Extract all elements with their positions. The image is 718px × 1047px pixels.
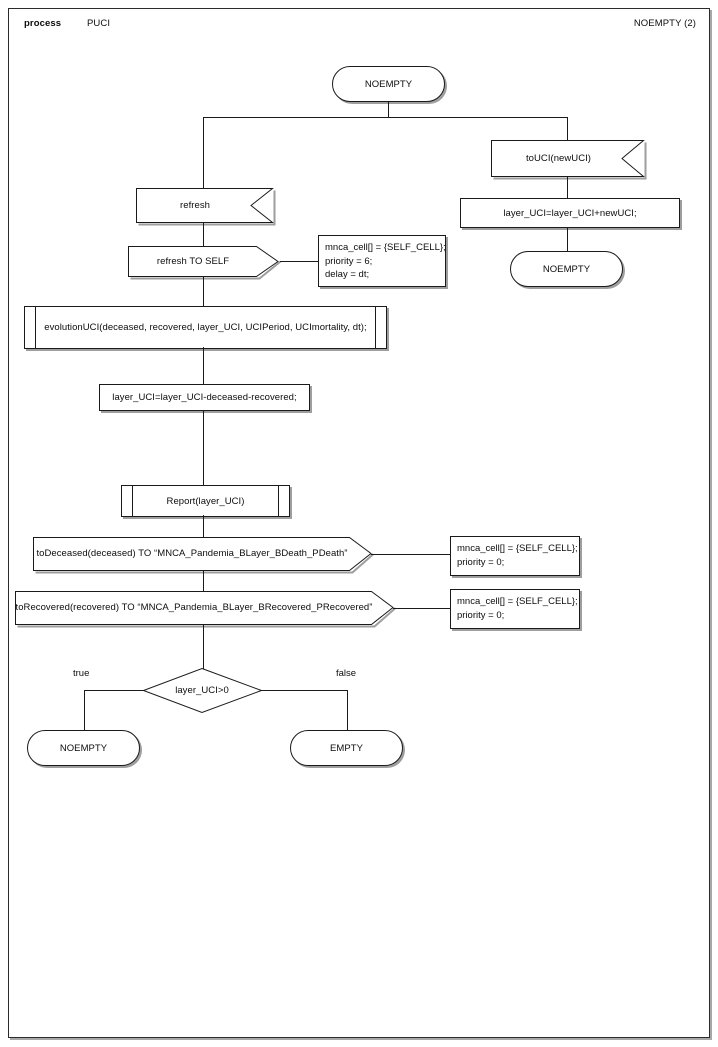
connector-true-vertical: [84, 690, 85, 730]
connector-procedure-to-task: [203, 347, 204, 384]
connector-refresh-to-output: [203, 222, 204, 246]
comment-left-tick: [318, 236, 319, 286]
comment-line: mnca_cell[] = {SELF_CELL};: [325, 242, 446, 253]
comment-line: mnca_cell[] = {SELF_CELL};: [457, 596, 578, 607]
input-shape-outline: [136, 188, 276, 226]
connector-start-stem: [388, 102, 389, 118]
decision-label: layer_UCI>0: [175, 684, 229, 696]
comment-line: mnca_cell[] = {SELF_CELL};: [457, 543, 578, 554]
left-procedure-2-label: Report(layer_UCI): [166, 495, 245, 507]
left-task-subtract[interactable]: layer_UCI=layer_UCI-deceased-recovered;: [99, 384, 310, 411]
connector-right-task-to-state: [567, 228, 568, 251]
left-output-deceased-label: toDeceased(deceased) TO “MNCA_Pandemia_B…: [36, 548, 348, 559]
comment-line: delay = dt;: [325, 269, 370, 280]
comment-left-tick: [450, 537, 451, 575]
connector-recovered-to-decision: [203, 624, 204, 669]
connector-task-to-report: [203, 411, 204, 485]
connector-true-horizontal: [84, 690, 144, 691]
left-procedure-evolutionuci[interactable]: evolutionUCI(deceased, recovered, layer_…: [24, 306, 387, 349]
procedure-bar-left: [132, 486, 133, 516]
connector-deceased-to-recovered: [203, 570, 204, 591]
left-output-todeceased[interactable]: toDeceased(deceased) TO “MNCA_Pandemia_B…: [33, 537, 375, 574]
left-output-torecovered[interactable]: toRecovered(recovered) TO “MNCA_Pandemia…: [15, 591, 397, 628]
left-task-label: layer_UCI=layer_UCI-deceased-recovered;: [112, 392, 297, 403]
comment-torecovered: mnca_cell[] = {SELF_CELL}; priority = 0;: [450, 589, 580, 629]
input-shape-outline: [491, 140, 647, 180]
comment-line: priority = 0;: [457, 609, 505, 621]
procedure-bar-right: [278, 486, 279, 516]
right-task-add-newuci[interactable]: layer_UCI=layer_UCI+newUCI;: [460, 198, 680, 228]
comment-todeceased: mnca_cell[] = {SELF_CELL}; priority = 0;: [450, 536, 580, 576]
procedure-bar-left: [35, 307, 36, 348]
comment-line: priority = 6;: [325, 255, 373, 267]
connector-left-down: [203, 117, 204, 188]
right-end-state-noempty[interactable]: NOEMPTY: [510, 251, 623, 287]
connector-comment-link-3: [393, 608, 451, 609]
left-procedure-1-label: evolutionUCI(deceased, recovered, layer_…: [44, 322, 367, 333]
connector-false-vertical: [347, 690, 348, 730]
output-shape-outline: [15, 591, 397, 628]
comment-left-tick: [450, 590, 451, 628]
left-input-label: refresh: [180, 199, 210, 211]
page-border: [8, 8, 710, 1038]
right-input-toUCI[interactable]: toUCI(newUCI): [491, 140, 647, 180]
left-end-state-empty[interactable]: EMPTY: [290, 730, 403, 766]
left-input-refresh[interactable]: refresh: [136, 188, 276, 226]
output-shape-outline: [128, 246, 282, 280]
start-state-noempty[interactable]: NOEMPTY: [332, 66, 445, 102]
connector-right-down: [567, 117, 568, 141]
left-end-state-empty-label: EMPTY: [330, 742, 363, 754]
header-process-name: PUCI: [87, 18, 111, 29]
connector-right-input-to-task: [567, 176, 568, 198]
decision-true-label: true: [73, 668, 90, 679]
procedure-bar-right: [375, 307, 376, 348]
header-page-reference: NOEMPTY (2): [633, 18, 696, 29]
left-output-refresh-to-self[interactable]: refresh TO SELF: [128, 246, 282, 280]
left-decision-layeruci[interactable]: layer_UCI>0: [142, 667, 263, 714]
header-process-keyword: process: [24, 18, 62, 29]
connector-output-to-procedure: [203, 276, 204, 306]
decision-shape-outline: [142, 667, 263, 714]
comment-line: priority = 0;: [457, 556, 505, 568]
connector-split-bar: [203, 117, 568, 118]
left-procedure-report[interactable]: Report(layer_UCI): [121, 485, 290, 517]
right-end-state-label: NOEMPTY: [542, 263, 591, 275]
right-input-label: toUCI(newUCI): [525, 152, 592, 164]
decision-false-label: false: [336, 668, 357, 679]
start-state-label: NOEMPTY: [364, 78, 413, 90]
connector-comment-link-1: [280, 261, 319, 262]
connector-comment-link-2: [371, 554, 451, 555]
left-end-state-noempty[interactable]: NOEMPTY: [27, 730, 140, 766]
connector-report-to-deceased: [203, 515, 204, 537]
right-task-label: layer_UCI=layer_UCI+newUCI;: [503, 207, 637, 219]
left-output-label: refresh TO SELF: [156, 255, 230, 267]
output-shape-outline: [33, 537, 375, 574]
left-end-state-noempty-label: NOEMPTY: [59, 742, 108, 754]
left-output-recovered-label: toRecovered(recovered) TO “MNCA_Pandemia…: [15, 602, 373, 613]
comment-refresh-to-self: mnca_cell[] = {SELF_CELL}; priority = 6;…: [318, 235, 446, 287]
connector-false-horizontal: [260, 690, 348, 691]
